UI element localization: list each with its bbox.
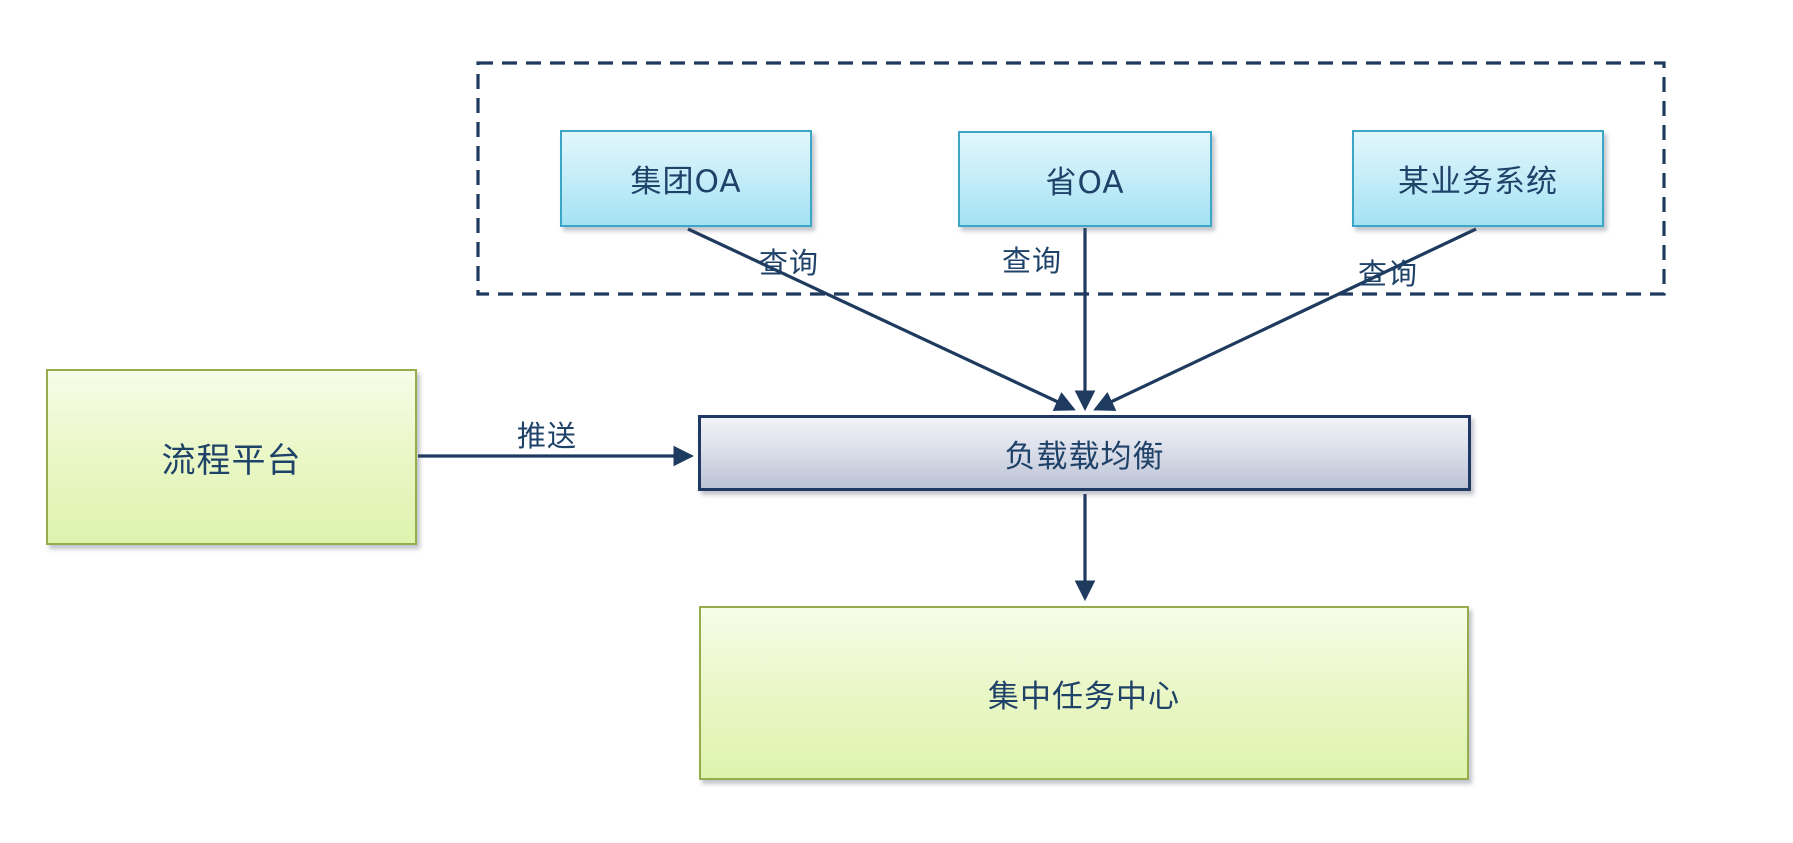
- node-province-oa: 省OA: [958, 131, 1212, 227]
- node-province-oa-label: 省OA: [1045, 164, 1125, 201]
- node-process-platform: 流程平台: [46, 369, 417, 545]
- edge-label-push: 推送: [516, 419, 577, 453]
- edge-label-query-group-oa: 查询: [758, 246, 819, 280]
- node-business-system-label: 某业务系统: [1398, 164, 1558, 200]
- node-task-center: 集中任务中心: [699, 606, 1469, 780]
- edge-label-query-province-oa: 查询: [1001, 244, 1062, 278]
- node-group-oa-label: 集团OA: [630, 164, 742, 200]
- node-load-balancer-label: 负载载均衡: [1004, 438, 1165, 475]
- node-business-system: 某业务系统: [1352, 130, 1604, 227]
- node-load-balancer: 负载载均衡: [698, 415, 1471, 491]
- node-process-platform-label: 流程平台: [161, 440, 302, 481]
- node-task-center-label: 集中任务中心: [988, 678, 1180, 715]
- node-group-oa: 集团OA: [560, 130, 812, 227]
- edge-label-query-business-system: 查询: [1357, 257, 1418, 291]
